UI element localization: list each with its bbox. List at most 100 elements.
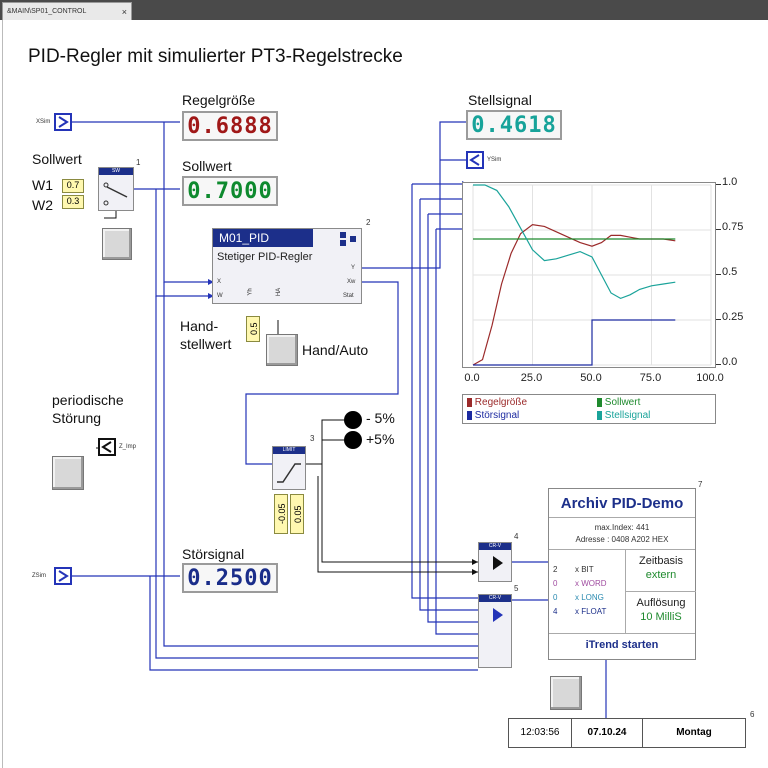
clock-time: 12:03:56: [509, 719, 572, 747]
sw-block[interactable]: SW: [98, 167, 134, 211]
xsim-label: XSim: [36, 119, 51, 125]
crv4-header: CR-V: [479, 543, 511, 550]
archive-button[interactable]: [550, 676, 582, 710]
archive-type-label: x LONG: [575, 593, 604, 602]
itrend-start-button[interactable]: iTrend starten: [585, 639, 659, 651]
legend-swatch: [597, 410, 602, 420]
archive-divider: [549, 549, 695, 550]
function-block-icon: [340, 232, 356, 246]
sollwert-display-label: Sollwert: [182, 158, 232, 174]
sw-toggle-button[interactable]: [102, 228, 132, 260]
archive-block: Archiv PID-Demo max.Index: 441 Adresse :…: [548, 488, 696, 660]
stellsignal-display: 0.4618: [466, 110, 562, 140]
limit-low-input[interactable]: -0.05: [274, 494, 288, 534]
archive-divider: [626, 591, 696, 592]
limit-high-input[interactable]: 0.05: [290, 494, 304, 534]
legend-swatch: [597, 397, 602, 407]
limit-block[interactable]: LIMIT: [272, 446, 306, 490]
y-tick-mark: [716, 319, 721, 320]
handauto-button[interactable]: [266, 334, 298, 366]
stoerung-label-2: Störung: [52, 410, 102, 426]
sollwert-switch-label: Sollwert: [32, 151, 82, 167]
chart-legend: Regelgröße Sollwert Störsignal Stellsign…: [462, 394, 716, 424]
handstellwert-input[interactable]: 0.5: [246, 316, 260, 342]
xsim-input-icon[interactable]: [54, 113, 72, 131]
stoersignal-label: Störsignal: [182, 546, 245, 562]
zsim-input-icon[interactable]: [54, 567, 72, 585]
canvas: [2, 20, 768, 768]
stoerung-label-1: periodische: [52, 392, 124, 408]
trend-chart-svg: [472, 184, 712, 366]
sollwert-display: 0.7000: [182, 176, 278, 206]
y-tick-mark: [716, 229, 721, 230]
switch-icon: [103, 182, 128, 206]
stoerung-button[interactable]: [52, 456, 84, 490]
crv5-block[interactable]: CR-V: [478, 594, 512, 668]
zeitbasis-value: extern: [645, 569, 677, 581]
x-tick-label: 75.0: [639, 372, 662, 384]
handauto-label: Hand/Auto: [302, 342, 369, 358]
y-tick-label: 0.25: [722, 311, 744, 323]
y-tick-label: 0.0: [722, 356, 738, 368]
trend-chart: [462, 182, 716, 368]
legend-label: Störsignal: [474, 410, 520, 421]
clock-number: 6: [750, 710, 755, 719]
close-icon[interactable]: ×: [121, 7, 127, 17]
legend-label: Stellsignal: [604, 410, 651, 421]
x-tick-label: 25.0: [520, 372, 543, 384]
crv4-number: 4: [514, 532, 519, 541]
pid-port-yh: Yh: [247, 288, 254, 296]
regelgroesse-label: Regelgröße: [182, 92, 256, 108]
stoersignal-display: 0.2500: [182, 563, 278, 593]
legend-item-regelgroesse: Regelgröße: [467, 397, 527, 408]
archive-title: Archiv PID-Demo: [560, 495, 684, 512]
clock-day: Montag: [676, 727, 712, 738]
legend-label: Regelgröße: [474, 397, 528, 408]
legend-swatch: [467, 397, 472, 407]
pid-port-stat: Stat: [343, 293, 354, 299]
x-tick-label: 0.0: [464, 372, 480, 384]
archive-type-label: x WORD: [575, 579, 607, 588]
pid-name: Stetiger PID-Regler: [217, 251, 313, 263]
handstellwert-label-1: Hand-: [180, 318, 219, 334]
pid-block[interactable]: M01_PID Stetiger PID-Regler X W Y Xw Sta…: [212, 228, 362, 304]
tab-bar: &MAIN\SP01_CONTROL ×: [0, 0, 768, 20]
w2-input[interactable]: 0.3: [62, 195, 84, 209]
y-tick-label: 1.0: [722, 176, 738, 188]
w1-label: W1: [32, 177, 53, 193]
limit-curve-icon: [277, 463, 301, 483]
crv4-block[interactable]: CR-V: [478, 542, 512, 582]
stellsignal-label: Stellsignal: [468, 92, 532, 108]
regelgroesse-display: 0.6888: [182, 111, 278, 141]
plus-offset-button[interactable]: [344, 431, 362, 449]
pid-port-y: Y: [351, 265, 356, 271]
archive-divider: [549, 633, 695, 634]
aufloesung-label: Auflösung: [636, 597, 686, 609]
ysim-output-icon[interactable]: [466, 151, 484, 169]
pid-port-x: X: [217, 279, 222, 285]
archive-type-list: 2 x BIT 0 x WORD 0 x LONG 4 x FLOAT: [549, 549, 626, 633]
sw-number: 1: [136, 158, 141, 167]
plus-offset-label: +5%: [366, 431, 395, 447]
series-line-stellsignal: [473, 184, 676, 300]
w1-input[interactable]: 0.7: [62, 179, 84, 193]
archive-adresse: Adresse : 0408 A202 HEX: [575, 535, 669, 544]
minus-offset-label: - 5%: [366, 410, 395, 426]
archive-type-label: x FLOAT: [575, 607, 607, 616]
series-line-regelgröße: [472, 223, 676, 366]
y-tick-label: 0.5: [722, 266, 738, 278]
clock-display: 12:03:56 07.10.24 Montag: [508, 718, 746, 748]
archive-type-count: 4: [553, 607, 558, 616]
pid-number: 2: [366, 218, 371, 227]
archive-type-count: 0: [553, 593, 558, 602]
y-tick-mark: [716, 274, 721, 275]
minus-offset-button[interactable]: [344, 411, 362, 429]
aufloesung-value: 10 MilliS: [640, 611, 682, 623]
zimp-output-icon[interactable]: [98, 438, 116, 456]
tab-sp01-control[interactable]: &MAIN\SP01_CONTROL ×: [2, 2, 132, 20]
archive-number: 7: [698, 480, 703, 489]
archive-type-count: 0: [553, 579, 558, 588]
x-tick-label: 100.0: [696, 372, 724, 384]
archive-maxindex: max.Index: 441: [594, 523, 650, 532]
